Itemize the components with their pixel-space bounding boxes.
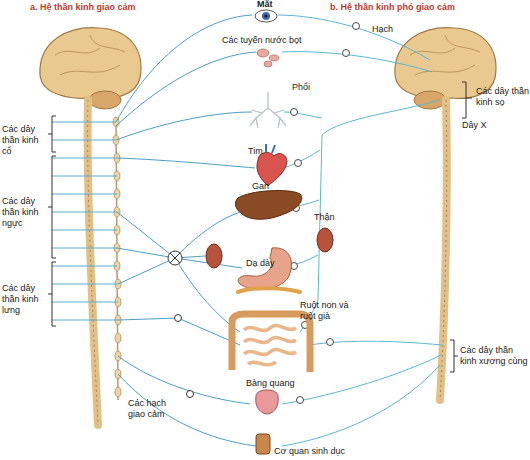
eye-iris [262,12,270,20]
nerve [116,52,256,126]
part-label: Hạch [372,24,412,35]
spinal-cord [440,100,447,400]
gland [257,49,269,57]
ganglion-circle [295,160,302,167]
spinal-cord [88,100,98,425]
nerve [118,374,256,446]
part-label: Các dây thần kinh ngực [2,196,50,229]
genital-organ [256,434,270,454]
part-label: Các hạch giao cảm [128,398,180,420]
bracket-lumbar [48,262,56,326]
eye-pupil [264,14,267,17]
eye-ball [255,10,277,22]
brain-shape [40,28,141,99]
nerve [282,355,441,404]
brain-fold [55,35,125,75]
part-label: Ruột non và ruột già [300,300,362,322]
bracket-sacral [450,340,458,372]
part-label: Tim [248,146,278,157]
part-label: Các dây thần kinh sọ [476,86,530,108]
part-label: Mắt [257,0,287,10]
part-label: Dây X [462,120,502,131]
part-label: Các dây thần kinh lưng [2,283,50,316]
ganglion-circle [353,23,360,30]
spinal-cord-edge [88,100,98,425]
liver [235,191,301,220]
part-label: Các dây thần kinh xương cùng [460,345,530,367]
part-label: Thận [314,212,354,223]
nerve [116,112,252,140]
bracket-thoracic [48,156,56,258]
bronchi [250,92,286,128]
part-label: Bàng quang [246,378,316,389]
section-heading: a. Hệ thần kinh giao cảm [30,2,190,13]
nerve [117,158,255,168]
nerve [116,15,252,122]
large-intestine [232,314,310,372]
ganglion-circle [291,109,298,116]
bladder [256,390,279,414]
pancreas [238,288,300,292]
nerve [282,52,432,72]
part-label: Phổi [292,82,332,93]
heart-shape [257,153,287,186]
part-label: Các dây thần kinh cổ [2,124,50,157]
ganglion-circle [187,391,194,398]
cerebellum [414,91,446,109]
bracket-cranial [462,82,472,118]
nerve-root [52,122,118,320]
small-intestine [244,325,296,364]
part-label: Dạ dày [246,258,296,269]
nerve [118,318,240,345]
plexus-cross [170,253,180,263]
ganglion [115,387,121,397]
plexus [168,251,194,398]
bracket [48,82,472,372]
vagus-nerve [318,100,440,300]
heart-vessel [266,144,275,153]
brain-left [40,28,141,109]
ganglion-circle [175,315,182,322]
sympathetic-nerves [116,15,256,446]
gland [269,55,279,61]
part-label: Cơ quan sinh dục [274,446,374,457]
parasympathetic-nerves [278,15,442,446]
lungs [250,92,286,128]
ganglion-circle [343,50,350,57]
ganglion-circle [327,339,334,346]
cerebellum [89,91,121,109]
kidney [317,228,333,252]
ganglion [115,333,121,343]
spinal-nerves [52,122,118,320]
gland [264,61,272,67]
eye [255,10,277,22]
spinal-cord-edge [440,100,447,400]
bracket-cervical [48,116,56,152]
intestines [232,314,310,372]
plexus-circle [168,251,182,265]
stomach [238,248,291,290]
part-label: Các tuyến nước bọt [222,35,332,46]
salivary-glands [257,49,279,67]
part-label: Gan [252,181,282,192]
parasympathetic-ganglia [291,23,360,404]
section-heading: b. Hệ thần kinh phó giao cảm [330,2,520,13]
ganglion-circle [297,397,304,404]
nerve [117,212,175,284]
nerve [282,365,440,446]
kidney [206,244,222,268]
